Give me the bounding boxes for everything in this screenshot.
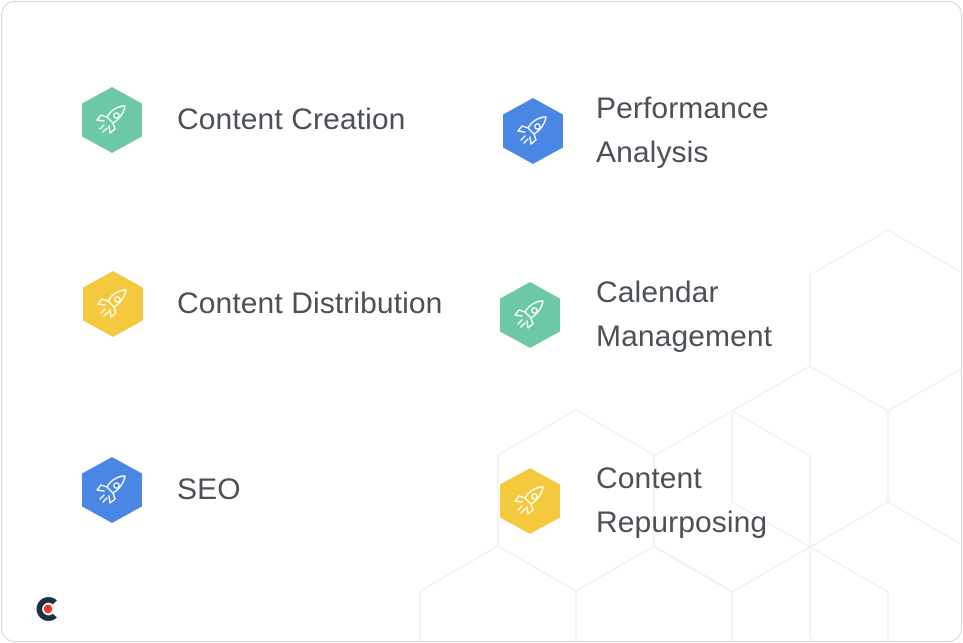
rocket-icon xyxy=(83,271,143,337)
hexagon-badge xyxy=(82,457,142,523)
brand-c-logo-icon xyxy=(36,597,57,621)
rocket-icon xyxy=(82,87,142,153)
item-label-line-1: Content xyxy=(596,462,702,495)
rocket-icon xyxy=(82,457,142,523)
item-content-distribution: Content Distribution xyxy=(83,271,442,337)
item-label: SEO xyxy=(177,473,241,506)
item-label-line-1: Calendar xyxy=(596,276,719,309)
rocket-icon xyxy=(503,98,563,164)
item-seo: SEO xyxy=(82,457,241,523)
rocket-icon xyxy=(500,282,560,348)
hexagon-badge xyxy=(500,282,560,348)
item-label-line-2: Analysis xyxy=(596,136,709,169)
hexagon-badge xyxy=(503,98,563,164)
hexagon-badge xyxy=(83,271,143,337)
item-performance-analysis: Performance Analysis xyxy=(503,87,769,175)
item-content-creation: Content Creation xyxy=(82,87,405,153)
item-calendar-management: Calendar Management xyxy=(500,271,772,359)
item-label: Content Distribution xyxy=(177,287,443,320)
item-label-line-2: Repurposing xyxy=(596,506,768,539)
hexagon-badge xyxy=(500,468,560,534)
rocket-icon xyxy=(500,468,560,534)
item-label: Content Creation xyxy=(177,103,406,136)
item-label-line-2: Management xyxy=(596,320,773,353)
item-label-line-1: Performance xyxy=(596,92,769,125)
item-content-repurposing: Content Repurposing xyxy=(500,457,767,545)
hexagon-badge xyxy=(82,87,142,153)
